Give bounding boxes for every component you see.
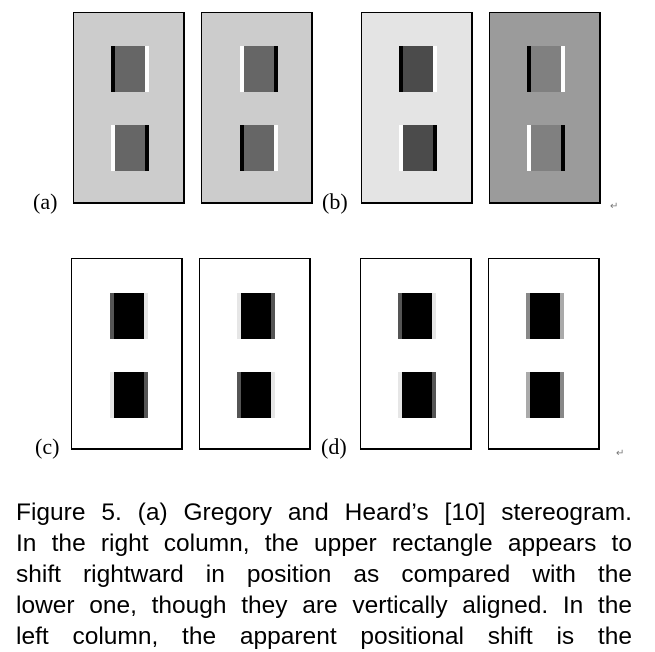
- edge-right: [271, 293, 275, 339]
- patch-core: [531, 125, 561, 171]
- edge-right: [561, 125, 565, 171]
- caption-line: In the right column, the upper rectangle…: [16, 530, 632, 557]
- edge-right: [144, 372, 148, 418]
- patch-core: [114, 372, 144, 418]
- patch-upper: [526, 293, 564, 339]
- edge-left: [237, 372, 241, 418]
- panel-c-left: [71, 258, 183, 450]
- edge-left: [399, 125, 403, 171]
- patch-core: [241, 293, 271, 339]
- figure-caption: Figure 5. (a) Gregory and Heard’s [10] s…: [16, 497, 632, 652]
- panel-b-left: [361, 12, 473, 204]
- patch-core: [531, 46, 561, 92]
- edge-left: [110, 293, 114, 339]
- edge-left: [240, 125, 244, 171]
- edge-left: [527, 125, 531, 171]
- edge-left: [398, 372, 402, 418]
- panel-c-right: [199, 258, 311, 450]
- caption-line: lower one, though they are vertically al…: [16, 592, 632, 619]
- patch-upper: [111, 46, 149, 92]
- edge-left: [110, 372, 114, 418]
- caption-line: left column, the apparent positional shi…: [16, 623, 632, 650]
- patch-lower: [237, 372, 275, 418]
- patch-upper: [398, 293, 436, 339]
- patch-upper: [110, 293, 148, 339]
- panel-a-left: [73, 12, 185, 204]
- label-d: (d): [321, 434, 347, 459]
- patch-lower: [110, 372, 148, 418]
- patch-core: [244, 125, 274, 171]
- label-a: (a): [33, 189, 58, 214]
- patch-core: [114, 293, 144, 339]
- edge-right: [433, 46, 437, 92]
- patch-upper: [237, 293, 275, 339]
- patch-core: [402, 293, 432, 339]
- edge-left: [526, 372, 530, 418]
- edge-right: [560, 293, 564, 339]
- patch-core: [115, 125, 145, 171]
- edge-right: [274, 125, 278, 171]
- edge-right: [432, 372, 436, 418]
- patch-core: [115, 46, 145, 92]
- edge-left: [527, 46, 531, 92]
- edge-left: [111, 125, 115, 171]
- patch-core: [530, 293, 560, 339]
- patch-upper: [399, 46, 437, 92]
- edge-left: [526, 293, 530, 339]
- patch-core: [403, 125, 433, 171]
- patch-core: [241, 372, 271, 418]
- patch-lower: [111, 125, 149, 171]
- patch-lower: [240, 125, 278, 171]
- caption-line: Figure 5. (a) Gregory and Heard’s [10] s…: [16, 499, 632, 526]
- edge-left: [237, 293, 241, 339]
- patch-core: [403, 46, 433, 92]
- edge-right: [560, 372, 564, 418]
- label-b: (b): [322, 189, 348, 214]
- patch-lower: [527, 125, 565, 171]
- edge-left: [399, 46, 403, 92]
- patch-upper: [527, 46, 565, 92]
- panel-d-right: [488, 258, 600, 450]
- patch-core: [244, 46, 274, 92]
- edge-left: [398, 293, 402, 339]
- edge-right: [432, 293, 436, 339]
- edge-right: [274, 46, 278, 92]
- panel-a-right: [201, 12, 313, 204]
- patch-core: [530, 372, 560, 418]
- paragraph-mark-icon: ↵: [610, 201, 619, 212]
- edge-left: [240, 46, 244, 92]
- edge-left: [111, 46, 115, 92]
- patch-lower: [398, 372, 436, 418]
- patch-core: [402, 372, 432, 418]
- paragraph-mark-icon: ↵: [616, 448, 625, 459]
- panel-d-left: [360, 258, 472, 450]
- patch-lower: [399, 125, 437, 171]
- edge-right: [433, 125, 437, 171]
- patch-upper: [240, 46, 278, 92]
- label-c: (c): [35, 434, 60, 459]
- edge-right: [144, 293, 148, 339]
- panel-b-right: [489, 12, 601, 204]
- patch-lower: [526, 372, 564, 418]
- edge-right: [145, 125, 149, 171]
- edge-right: [561, 46, 565, 92]
- edge-right: [145, 46, 149, 92]
- caption-line: shift rightward in position as compared …: [16, 561, 632, 588]
- edge-right: [271, 372, 275, 418]
